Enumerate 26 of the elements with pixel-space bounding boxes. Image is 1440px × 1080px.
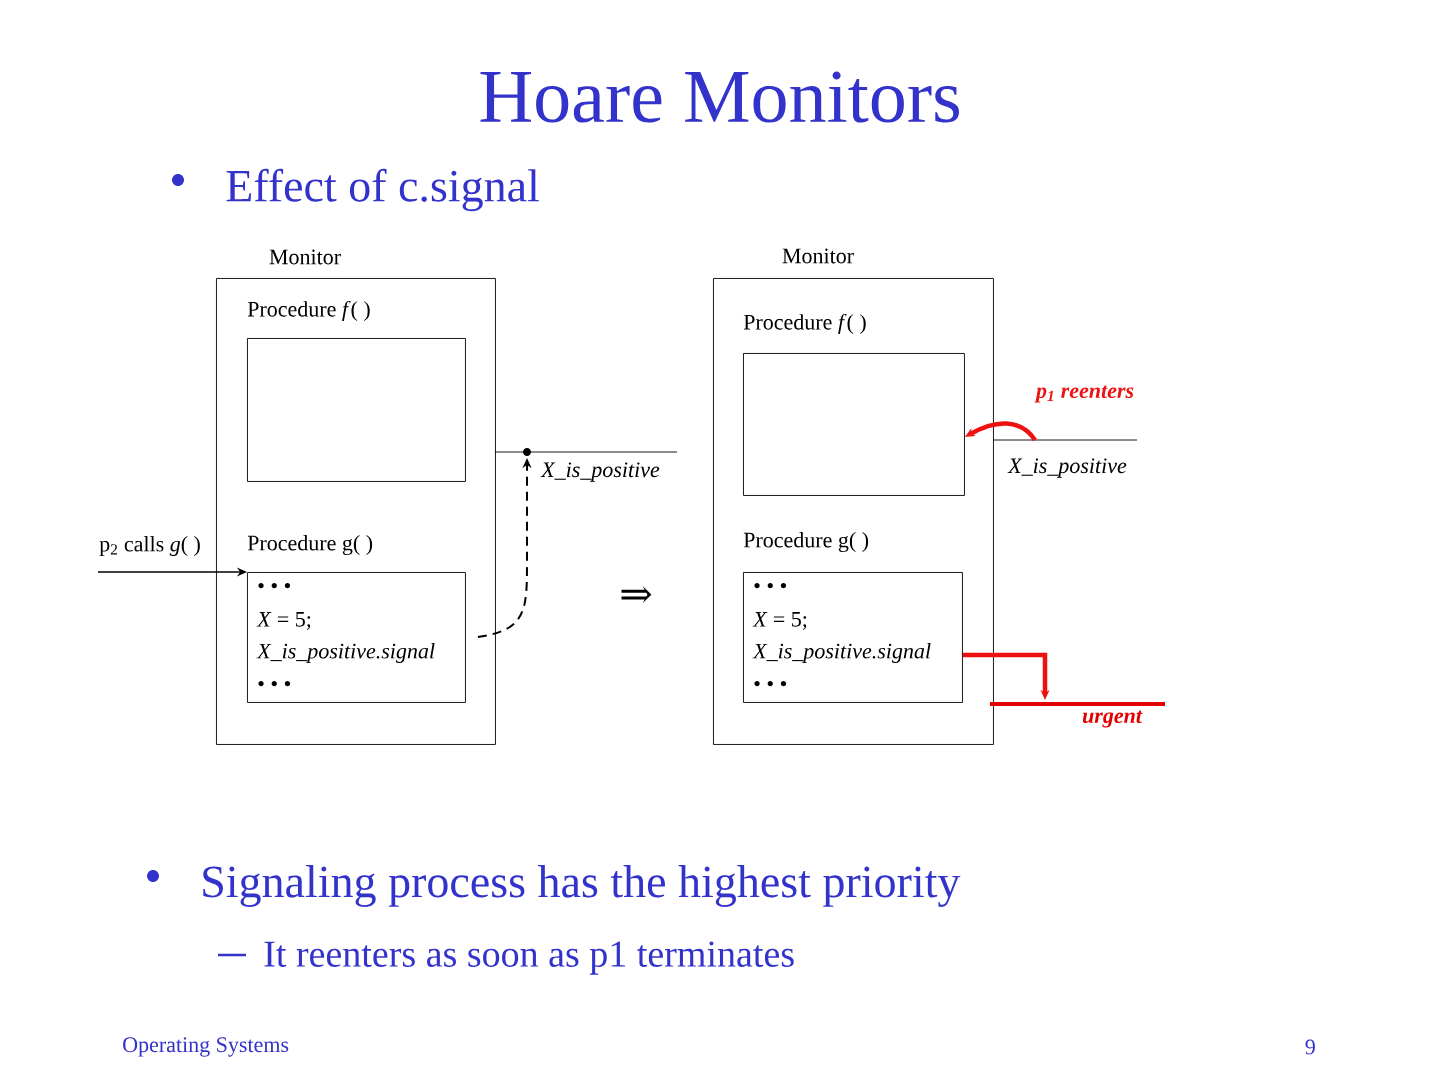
bullet-text: Effect of c.signal (226, 168, 539, 212)
code-line: X_is_positive.signal (752, 643, 931, 663)
procedure-heading: Procedure g( ) (743, 532, 869, 552)
code-line: X = 5; (256, 612, 311, 630)
implies-symbol: ⇒ (621, 586, 652, 603)
code-line: • • • (258, 583, 291, 589)
page-number: 9 (1305, 1039, 1315, 1055)
monitor-heading: Monitor (269, 249, 341, 265)
caller-label: p$_{2}$ calls g( ) (99, 536, 200, 556)
code-line: • • • (754, 583, 787, 589)
condition-label: X_is_positive (540, 462, 660, 482)
bullet-text: Signaling process has the highest priority (203, 865, 961, 907)
footer-text: Operating Systems (123, 1037, 289, 1057)
code-line: • • • (258, 681, 291, 687)
urgent-label: urgent (1082, 710, 1143, 728)
code-line: X = 5; (752, 612, 807, 630)
condition-label: X_is_positive (1007, 458, 1127, 478)
edge-label: p$_{1}$ reenters (1034, 385, 1134, 403)
sub-bullet-text: It reenters as soon as p1 terminates (264, 941, 794, 975)
procedure-heading: Procedure f( ) (743, 313, 866, 335)
procedure-heading: Procedure g( ) (247, 535, 373, 555)
monitor-heading: Monitor (782, 248, 854, 264)
procedure-heading: Procedure f( ) (247, 300, 370, 322)
code-line: • • • (754, 681, 787, 687)
code-line: X_is_positive.signal (256, 643, 435, 663)
slide-title: Hoare Monitors (480, 71, 959, 123)
